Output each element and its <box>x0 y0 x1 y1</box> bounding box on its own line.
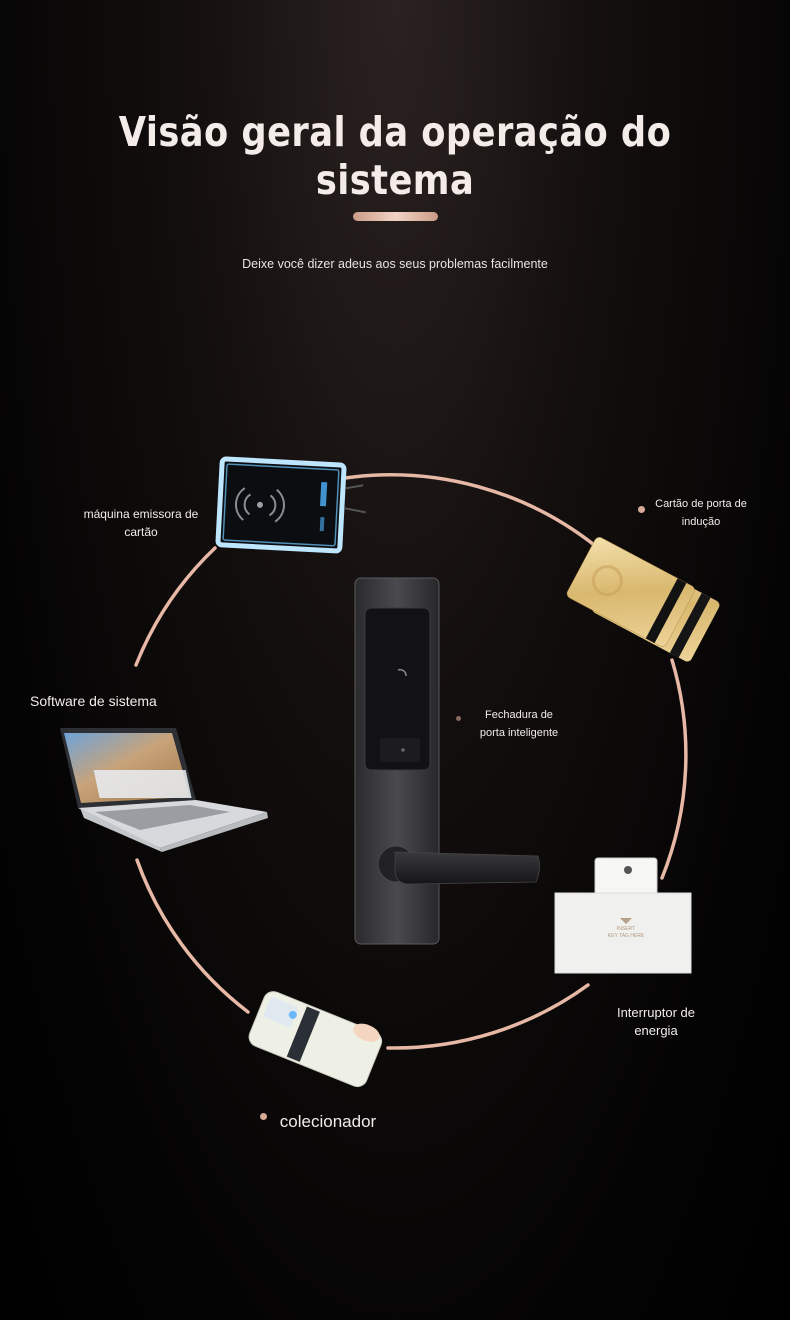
ring-arc-laptop-issuer <box>134 546 217 667</box>
connection-ring <box>134 473 688 1050</box>
card-issuer-device <box>215 456 366 554</box>
label-software: Software de sistema <box>30 693 157 709</box>
ring-arc-issuer-card <box>343 473 600 550</box>
label-smart-lock: Fechadura de porta inteligente <box>479 709 559 739</box>
label-card-issuer: máquina emissora de cartão <box>83 507 199 539</box>
page-subtitle: Deixe você dizer adeus aos seus problema… <box>242 257 548 271</box>
label-dot-lock <box>456 716 461 721</box>
ring-arc-switch-collector <box>386 983 590 1050</box>
label-dot-collector <box>260 1113 267 1120</box>
smart-lock-image <box>354 577 540 945</box>
collector-image <box>248 991 383 1088</box>
label-power-switch: Interruptor de energia <box>616 1005 696 1038</box>
ring-arc-card-switch <box>660 658 688 880</box>
label-collector: colecionador <box>279 1112 377 1131</box>
label-induction-card: Cartão de porta de indução <box>655 498 747 528</box>
switch-text-line2: KEY TAG HERE <box>608 933 645 939</box>
label-dot-card <box>638 506 645 513</box>
ring-arc-collector-laptop <box>135 858 250 1014</box>
power-switch-image: INSERT KEY TAG HERE <box>554 857 692 974</box>
switch-text-line1: INSERT <box>617 926 635 932</box>
induction-card-image <box>566 537 720 662</box>
title-underline <box>353 212 438 221</box>
laptop-image <box>60 728 268 852</box>
page-title: Visão geral da operação do sistema <box>118 108 672 204</box>
